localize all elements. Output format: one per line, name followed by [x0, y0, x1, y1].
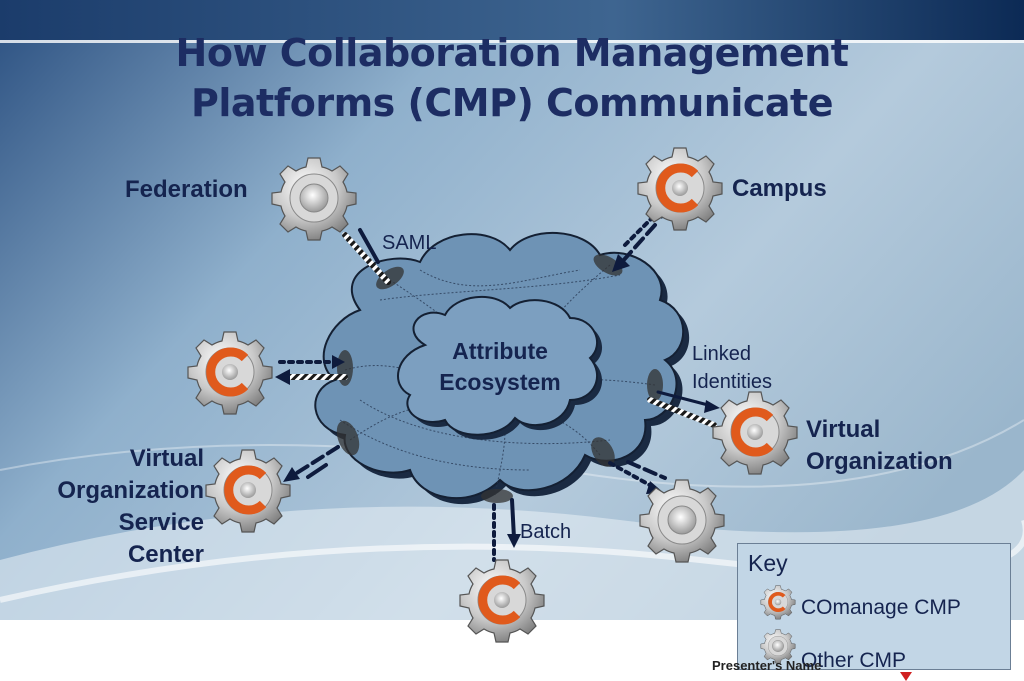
vo-service-center-label: Virtual Organization Service Center — [30, 443, 204, 571]
key-other-label: Other CMP — [801, 649, 907, 672]
gear-campus — [637, 147, 723, 231]
vo-line-1: Virtual — [806, 416, 881, 443]
title-line-2: Platforms (CMP) Communicate — [191, 81, 833, 125]
key-title: Key — [748, 550, 788, 576]
inner-cloud — [397, 295, 603, 440]
gear-virtual-organization — [712, 391, 798, 475]
page-title: How Collaboration Management Platforms (… — [0, 28, 1024, 128]
key-comanage-label: COmanage CMP — [801, 596, 961, 619]
gear-federation — [271, 157, 357, 241]
federation-label: Federation — [125, 176, 248, 203]
vosc-line-4: Center — [127, 541, 204, 568]
silver-gear-icon — [760, 629, 796, 664]
cloud-label-line-2: Ecosystem — [439, 369, 561, 395]
cloud-label: Attribute Ecosystem — [420, 336, 580, 398]
saml-label: SAML — [382, 232, 437, 254]
gear-bottom-right — [639, 479, 725, 563]
gear-left — [187, 331, 273, 415]
vosc-line-1: Virtual — [129, 445, 204, 472]
linked-line-2: Identities — [692, 371, 773, 393]
title-line-1: How Collaboration Management — [175, 31, 849, 75]
vo-line-2: Organization — [806, 448, 953, 475]
presenter-name: Presenter's Name — [712, 658, 822, 673]
gear-vo-service-center — [205, 449, 291, 533]
comanage-gear-icon — [760, 585, 796, 620]
linked-identities-label: Linked Identities — [692, 340, 772, 396]
key-legend: Key COmanage CMP Other CMP — [737, 543, 1011, 672]
linked-line-1: Linked — [692, 343, 751, 365]
gear-bottom — [459, 559, 545, 643]
virtual-organization-label: Virtual Organization — [806, 414, 953, 478]
vosc-line-2: Organization — [57, 477, 204, 504]
campus-label: Campus — [732, 175, 827, 202]
cloud-label-line-1: Attribute — [452, 338, 548, 364]
vosc-line-3: Service — [118, 509, 204, 536]
batch-label: Batch — [520, 521, 572, 543]
